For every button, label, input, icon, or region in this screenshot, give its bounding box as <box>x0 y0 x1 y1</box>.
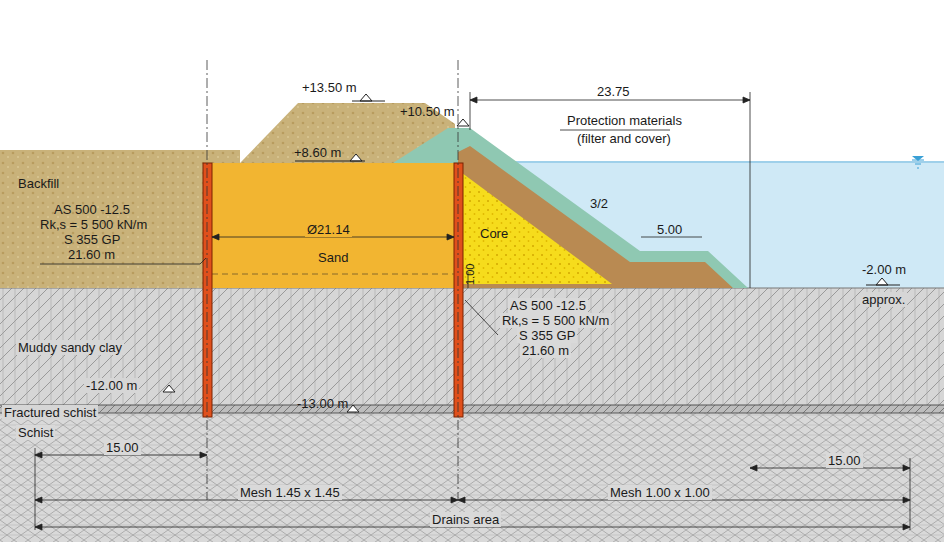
level-label: +10.50 m <box>398 104 457 119</box>
layer-label: Muddy sandy clay <box>16 340 124 355</box>
dimension-label: 1.00 <box>463 262 478 287</box>
level-label: approx. <box>860 292 907 307</box>
dimension-label: Mesh 1.45 x 1.45 <box>238 485 342 500</box>
pile-label: 21.60 m <box>520 343 571 358</box>
layer-label: Schist <box>16 425 55 440</box>
level-label: -2.00 m <box>860 262 908 277</box>
dimension-label: Drains area <box>430 512 501 527</box>
pile-label: Rk,s = 5 500 kN/m <box>38 217 149 232</box>
level-label: -12.00 m <box>84 378 139 393</box>
slope-label: 3/2 <box>588 196 610 211</box>
material-label: Protection materials <box>565 113 684 128</box>
dimension-label: Mesh 1.00 x 1.00 <box>608 485 712 500</box>
pile-label: AS 500 -12.5 <box>508 298 588 313</box>
dimension-label: 15.00 <box>104 440 141 455</box>
dimension-label: Ø21.14 <box>305 222 352 237</box>
pile-label: AS 500 -12.5 <box>52 202 132 217</box>
level-label: +13.50 m <box>300 80 359 95</box>
pile-label: Rk,s = 5 500 kN/m <box>500 313 611 328</box>
dimension-label: 23.75 <box>595 84 632 99</box>
layer-label: Fractured schist <box>2 405 98 420</box>
pile-label: S 355 GP <box>517 328 577 343</box>
pile-label: S 355 GP <box>62 232 122 247</box>
level-label: +8.60 m <box>292 145 343 160</box>
material-label: Sand <box>316 250 350 265</box>
pile-label: 21.60 m <box>66 247 117 262</box>
dimension-label: 15.00 <box>826 453 863 468</box>
dimension-label: 5.00 <box>655 222 684 237</box>
material-label: Core <box>478 226 510 241</box>
material-label: (filter and cover) <box>575 131 673 146</box>
layer-label: Backfill <box>16 176 61 191</box>
level-label: -13.00 m <box>295 396 350 411</box>
